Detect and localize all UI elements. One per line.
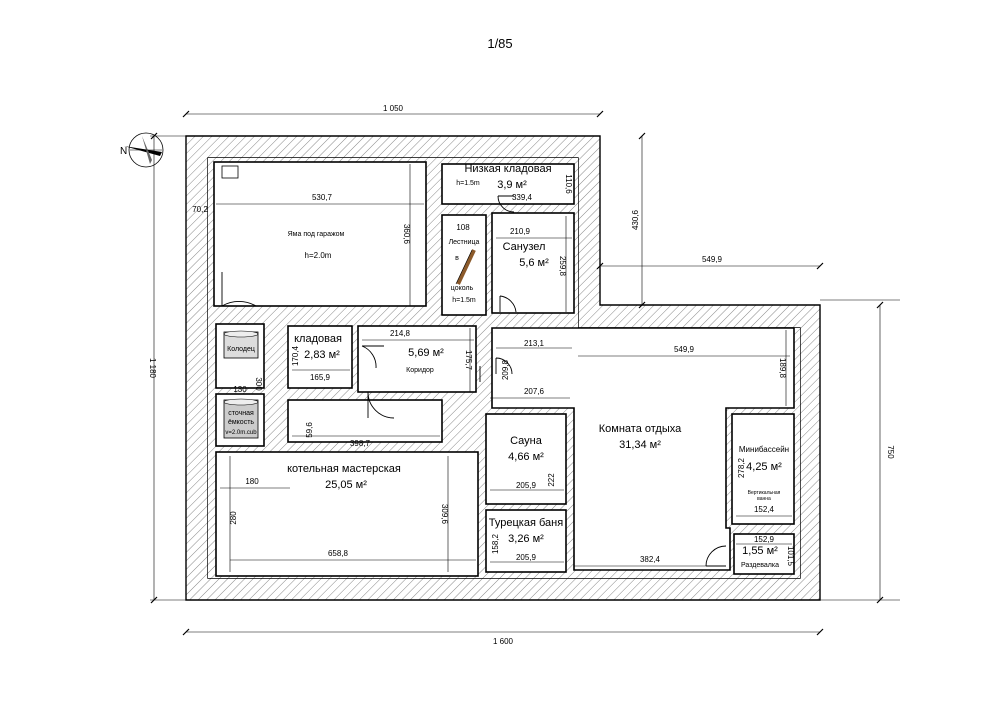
room-garage-pit xyxy=(213,161,427,307)
dim-dressing-width: 152,9 xyxy=(754,535,775,544)
dim-garage-width: 530,7 xyxy=(312,193,333,202)
dim-turkish-height: 158,2 xyxy=(491,533,500,554)
dim-rest-bottom: 382,4 xyxy=(640,555,661,564)
label-bathroom: Санузел xyxy=(503,241,546,253)
room-dressing xyxy=(733,533,795,575)
room-stairs xyxy=(441,214,487,316)
dim-well-width: 130 xyxy=(233,385,247,394)
label-garage-pit: Яма под гаражом xyxy=(288,231,345,238)
dim-garage-height: 360,6 xyxy=(402,224,411,245)
label-pantry-area: 2,83 м² xyxy=(304,349,340,361)
dim-bath-height: 259,8 xyxy=(558,256,567,277)
room-sauna xyxy=(485,413,567,505)
septic-tank-icon xyxy=(223,398,259,439)
inner-dimension-lines xyxy=(216,164,792,572)
label-stairs-3: цоколь xyxy=(451,285,474,292)
room-workshop xyxy=(215,451,479,577)
label-sauna-area: 4,66 м² xyxy=(508,451,544,463)
label-low-storage-area: 3,9 м² xyxy=(497,179,527,191)
dim-storage-low-width: 339,4 xyxy=(512,193,533,202)
dim-sauna-side: 222 xyxy=(547,473,556,487)
label-septic-2: ёмкость xyxy=(228,419,254,426)
dim-corridor-width: 214,8 xyxy=(390,329,411,338)
label-stairs-1: Лестница xyxy=(449,239,480,246)
dim-garage-offset: 70,2 xyxy=(192,205,208,214)
dim-upper-right-height: 430,6 xyxy=(631,209,640,230)
dim-dressing-height: 101,5 xyxy=(786,546,795,567)
dim-stair-width: 108 xyxy=(456,223,470,232)
room-workshop-upper xyxy=(287,399,443,443)
label-corridor: Коридор xyxy=(406,367,434,374)
room-bathroom xyxy=(491,212,575,314)
label-corridor-area: 5,69 м² xyxy=(408,347,444,359)
dim-workshop-side: 280 xyxy=(229,511,238,525)
label-low-storage-height: h=1.5m xyxy=(456,180,480,187)
dim-overall-width-bottom: 1 600 xyxy=(493,637,514,646)
dim-bath-width: 210,9 xyxy=(510,227,531,236)
room-turkish-bath xyxy=(485,509,567,573)
label-mini-pool-note-2: ванна xyxy=(757,496,771,502)
label-rest-room: Комната отдыха xyxy=(599,423,682,435)
label-well: Колодец xyxy=(227,346,255,353)
label-stairs-height: h=1.5m xyxy=(452,297,476,304)
dim-sauna-bottom: 205,9 xyxy=(516,481,537,490)
dim-workshop-left: 180 xyxy=(245,477,259,486)
label-dressing-area: 1,55 м² xyxy=(742,545,778,557)
dim-workshop-right-height: 309,6 xyxy=(440,504,449,525)
label-mini-pool-note-1: Вертикальная xyxy=(748,490,781,496)
dim-hall-small: 209,8 xyxy=(501,359,510,380)
dim-hall-width: 213,1 xyxy=(524,339,545,348)
room-rest-room xyxy=(491,327,795,571)
label-low-storage: Низкая кладовая xyxy=(464,163,551,175)
label-rest-room-area: 31,34 м² xyxy=(619,439,661,451)
compass-icon: N xyxy=(120,132,164,168)
dim-pantry-width: 165,9 xyxy=(310,373,331,382)
dimension-lines xyxy=(150,110,900,636)
label-stairs-2: в xyxy=(455,255,459,262)
page-label: 1/85 xyxy=(487,36,512,51)
dim-overall-height: 1 180 xyxy=(148,358,157,379)
label-workshop-area: 25,05 м² xyxy=(325,479,367,491)
garage-marker-icon xyxy=(221,165,239,179)
label-workshop: котельная мастерская xyxy=(287,463,401,475)
compass-north-label: N xyxy=(120,146,127,157)
dim-workshop-small-height: 59,6 xyxy=(305,422,314,438)
label-bathroom-area: 5,6 м² xyxy=(519,257,549,269)
dim-overall-width: 1 050 xyxy=(383,104,404,113)
label-mini-pool: Минибассейн xyxy=(739,445,789,454)
label-sauna: Сауна xyxy=(510,435,543,447)
dim-corridor-height: 175,7 xyxy=(464,350,473,371)
label-pantry: кладовая xyxy=(294,333,342,345)
stairs-icon xyxy=(455,249,476,285)
room-pantry xyxy=(287,325,353,389)
dim-right-height: 750 xyxy=(886,445,895,459)
dim-rest-right-height: 189,8 xyxy=(778,358,787,379)
dim-right-wing-width: 549,9 xyxy=(702,255,723,264)
dim-rest-top-width: 549,9 xyxy=(674,345,695,354)
well-icon xyxy=(223,330,259,359)
label-mini-pool-area: 4,25 м² xyxy=(746,461,782,473)
dim-workshop-bottom-width: 658,8 xyxy=(328,549,349,558)
label-turkish-bath-area: 3,26 м² xyxy=(508,533,544,545)
dim-sauna-top-width: 207,6 xyxy=(524,387,545,396)
dim-pool-height: 278,2 xyxy=(737,457,746,478)
label-garage-height: h=2.0m xyxy=(305,251,332,260)
dim-workshop-top-width: 398,7 xyxy=(350,439,371,448)
label-dressing: Раздевалка xyxy=(741,562,779,569)
room-low-storage xyxy=(441,163,575,205)
label-septic-1: сточная xyxy=(228,410,254,417)
dim-turkish-bottom: 205,9 xyxy=(516,553,537,562)
dim-pantry-height: 170,4 xyxy=(291,345,300,366)
dim-well-height: 300 xyxy=(254,377,263,391)
label-turkish-bath: Турецкая баня xyxy=(489,517,563,529)
label-septic-volume: v=2.0m.cub xyxy=(225,430,257,436)
dim-storage-low-height: 110,6 xyxy=(564,174,573,194)
room-corridor xyxy=(357,325,477,393)
room-mini-pool xyxy=(731,413,795,525)
dim-pool-width: 152,4 xyxy=(754,505,775,514)
